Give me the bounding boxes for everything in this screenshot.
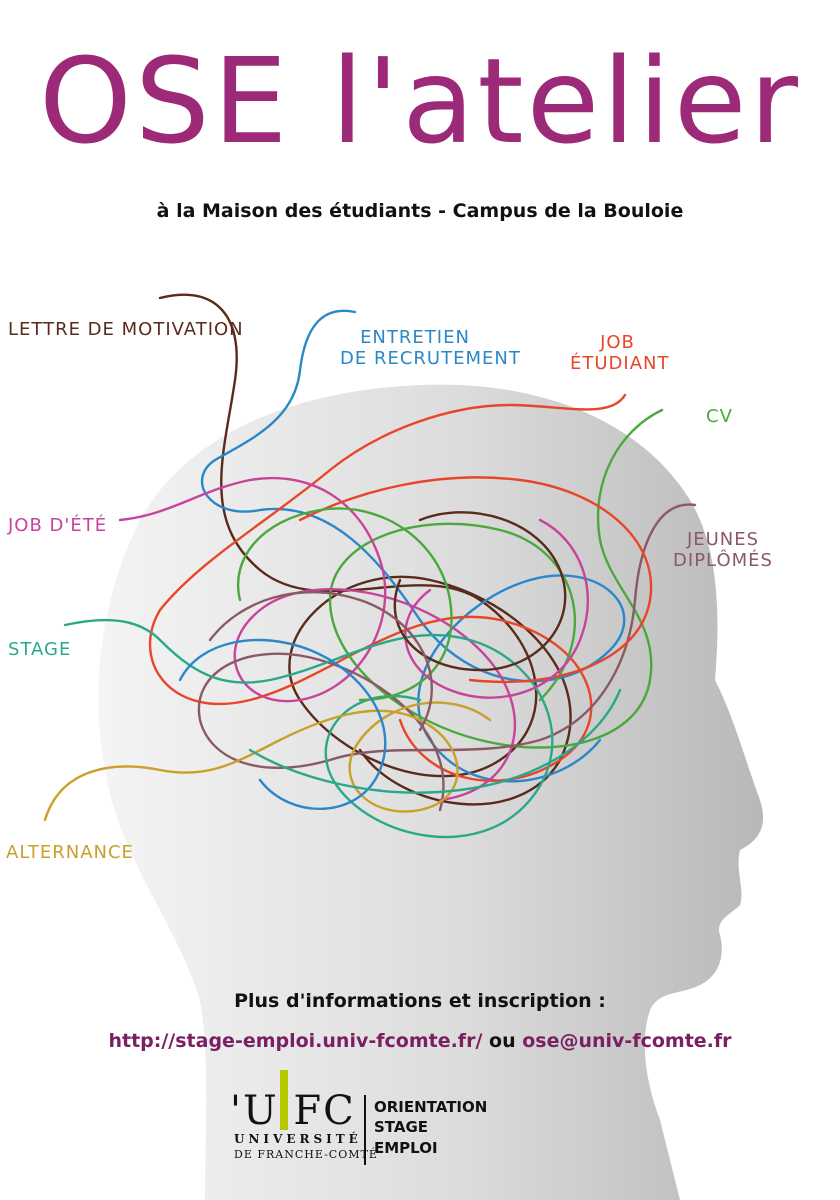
logo-service-emploi: EMPLOI <box>374 1138 438 1157</box>
line-jeunes <box>197 503 697 812</box>
poster-title: OSE l'atelier <box>39 32 801 170</box>
label-job-ete: JOB D'ÉTÉ <box>8 515 108 536</box>
contact-links: http://stage-emploi.univ-fcomte.fr/ ou o… <box>0 1030 840 1052</box>
label-stage: STAGE <box>8 639 72 660</box>
logo-service-stage: STAGE <box>374 1118 429 1137</box>
label-entretien: ENTRETIEN DE RECRUTEMENT <box>340 327 521 369</box>
line-stage <box>63 618 554 839</box>
label-jeunes-diplomes: JEUNES DIPLÔMÉS <box>668 529 778 571</box>
university-logo: 'U FC UNIVERSITÉ DE FRANCHE-COMTÉ ORIENT… <box>230 1070 510 1170</box>
tangled-lines <box>43 293 697 839</box>
logo-university: UNIVERSITÉ <box>234 1132 362 1146</box>
connector-text: ou <box>489 1030 516 1052</box>
logo-accent-bar <box>280 1070 288 1130</box>
line-cv <box>328 408 664 749</box>
logo-region: DE FRANCHE-COMTÉ <box>234 1148 378 1161</box>
label-entretien-line-2: DE RECRUTEMENT <box>340 347 521 369</box>
info-heading: Plus d'informations et inscription : <box>234 990 606 1012</box>
logo-divider <box>364 1095 366 1165</box>
logo-service: ORIENTATION STAGE EMPLOI <box>374 1097 487 1158</box>
line-job-ete <box>118 476 517 802</box>
label-job-line-2: ÉTUDIANT <box>570 352 670 374</box>
label-jeunes-line-1: JEUNES <box>686 529 760 550</box>
email-link[interactable]: ose@univ-fcomte.fr <box>522 1030 732 1052</box>
label-job-etudiant: JOB ÉTUDIANT <box>570 332 670 374</box>
label-entretien-line-1: ENTRETIEN <box>360 327 470 348</box>
label-lettre-de-motivation: LETTRE DE MOTIVATION <box>8 319 244 340</box>
label-cv: CV <box>706 406 733 427</box>
label-alternance: ALTERNANCE <box>6 842 134 863</box>
website-link[interactable]: http://stage-emploi.univ-fcomte.fr/ <box>108 1030 483 1052</box>
poster-subtitle: à la Maison des étudiants - Campus de la… <box>156 200 684 222</box>
logo-service-orientation: ORIENTATION <box>374 1098 488 1116</box>
label-job-line-1: JOB <box>600 332 635 353</box>
logo-mark: 'U FC <box>230 1088 356 1134</box>
label-jeunes-line-2: DIPLÔMÉS <box>673 549 773 571</box>
line-alternance <box>43 701 492 822</box>
